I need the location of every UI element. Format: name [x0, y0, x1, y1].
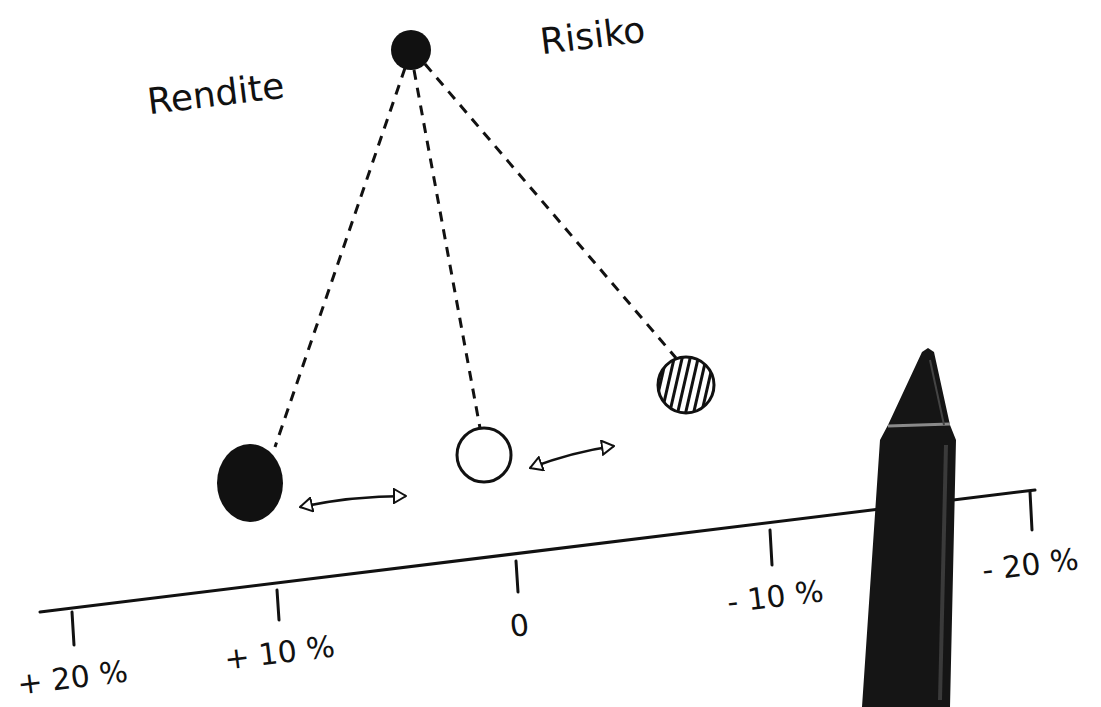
- tick-label: + 20 %: [15, 656, 129, 699]
- tick-label: 0: [509, 610, 532, 642]
- axis-title: Rendite: [146, 68, 287, 120]
- tick-label: - 20 %: [980, 544, 1080, 586]
- tick-label: + 10 %: [222, 631, 336, 674]
- tick-label: - 10 %: [725, 576, 825, 618]
- hatched-ball: [652, 350, 724, 420]
- pendulum-strings: [275, 64, 676, 447]
- pivot-dot: [391, 30, 431, 70]
- black-ball: [217, 444, 283, 522]
- swing-arrow: [530, 446, 614, 468]
- swing-arrow: [300, 496, 406, 507]
- axis-title: Risiko: [539, 12, 648, 61]
- pen-illustration: [862, 348, 956, 707]
- white-ball: [457, 428, 511, 482]
